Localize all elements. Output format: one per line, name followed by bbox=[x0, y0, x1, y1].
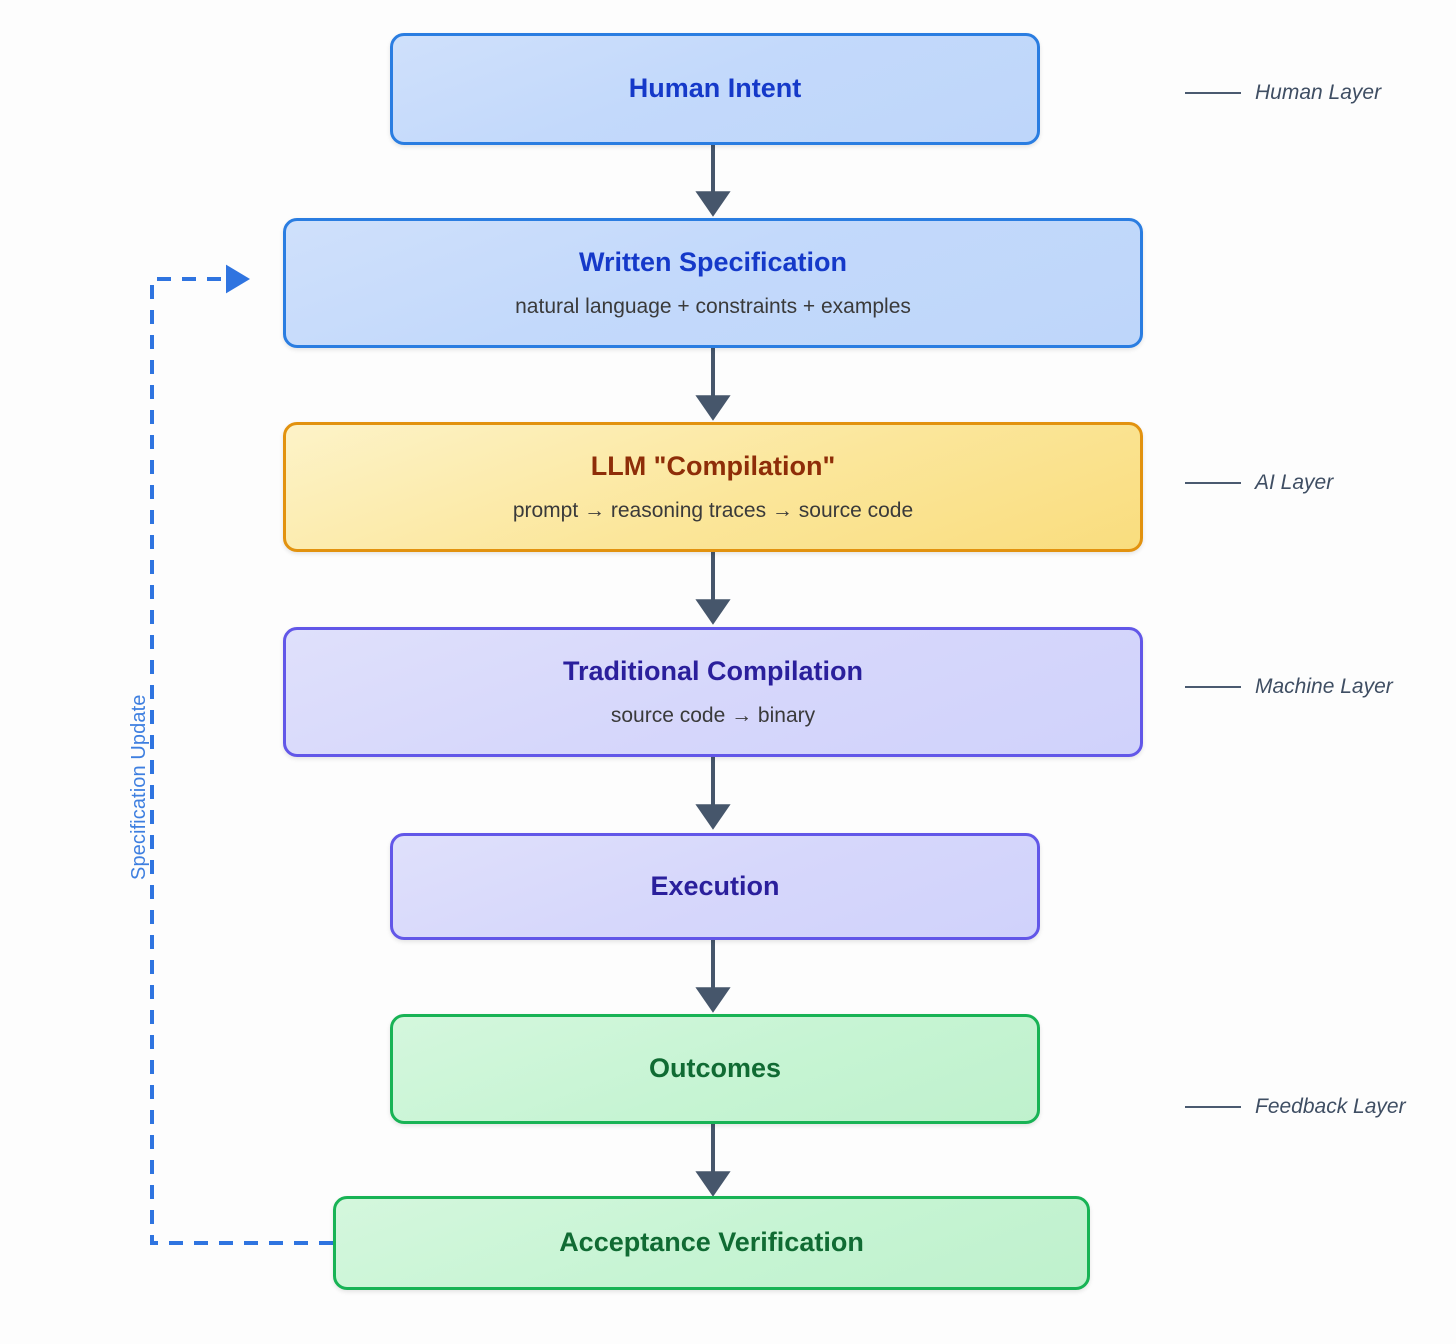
legend-item-ai-layer: AI Layer bbox=[1185, 471, 1333, 495]
legend-label: Human Layer bbox=[1255, 81, 1382, 104]
node-subtitle: prompt → reasoning traces → source code bbox=[512, 498, 914, 522]
node-title: Human Intent bbox=[628, 73, 802, 104]
node-human-intent[interactable]: Human Intent bbox=[390, 33, 1040, 145]
legend-item-machine-layer: Machine Layer bbox=[1185, 675, 1393, 699]
node-acceptance-verification[interactable]: Acceptance Verification bbox=[333, 1196, 1090, 1290]
node-outcomes[interactable]: Outcomes bbox=[390, 1014, 1040, 1124]
node-title: Traditional Compilation bbox=[562, 655, 863, 686]
legend-rule-icon bbox=[1185, 686, 1241, 688]
legend-rule-icon bbox=[1185, 482, 1241, 484]
node-title: Outcomes bbox=[648, 1053, 782, 1084]
node-title: Acceptance Verification bbox=[559, 1227, 864, 1258]
legend-item-feedback-layer: Feedback Layer bbox=[1185, 1095, 1406, 1119]
legend-rule-icon bbox=[1185, 1106, 1241, 1108]
node-written-specification[interactable]: Written Specification natural language +… bbox=[283, 218, 1143, 348]
feedback-loop-label: Specification Update bbox=[128, 694, 150, 880]
node-subtitle: natural language + constraints + example… bbox=[515, 294, 911, 318]
legend-item-human-layer: Human Layer bbox=[1185, 81, 1381, 105]
node-title: Written Specification bbox=[578, 246, 848, 277]
legend-label: AI Layer bbox=[1255, 471, 1334, 494]
legend-label: Feedback Layer bbox=[1255, 1095, 1406, 1118]
legend-rule-icon bbox=[1185, 92, 1241, 94]
node-traditional-compilation[interactable]: Traditional Compilation source code → bi… bbox=[283, 627, 1143, 757]
node-execution[interactable]: Execution bbox=[390, 833, 1040, 940]
node-llm-compilation[interactable]: LLM "Compilation" prompt → reasoning tra… bbox=[283, 422, 1143, 552]
node-title: Execution bbox=[650, 870, 780, 901]
legend-label: Machine Layer bbox=[1255, 675, 1393, 698]
node-title: LLM "Compilation" bbox=[590, 450, 836, 481]
node-subtitle: source code → binary bbox=[610, 703, 816, 727]
